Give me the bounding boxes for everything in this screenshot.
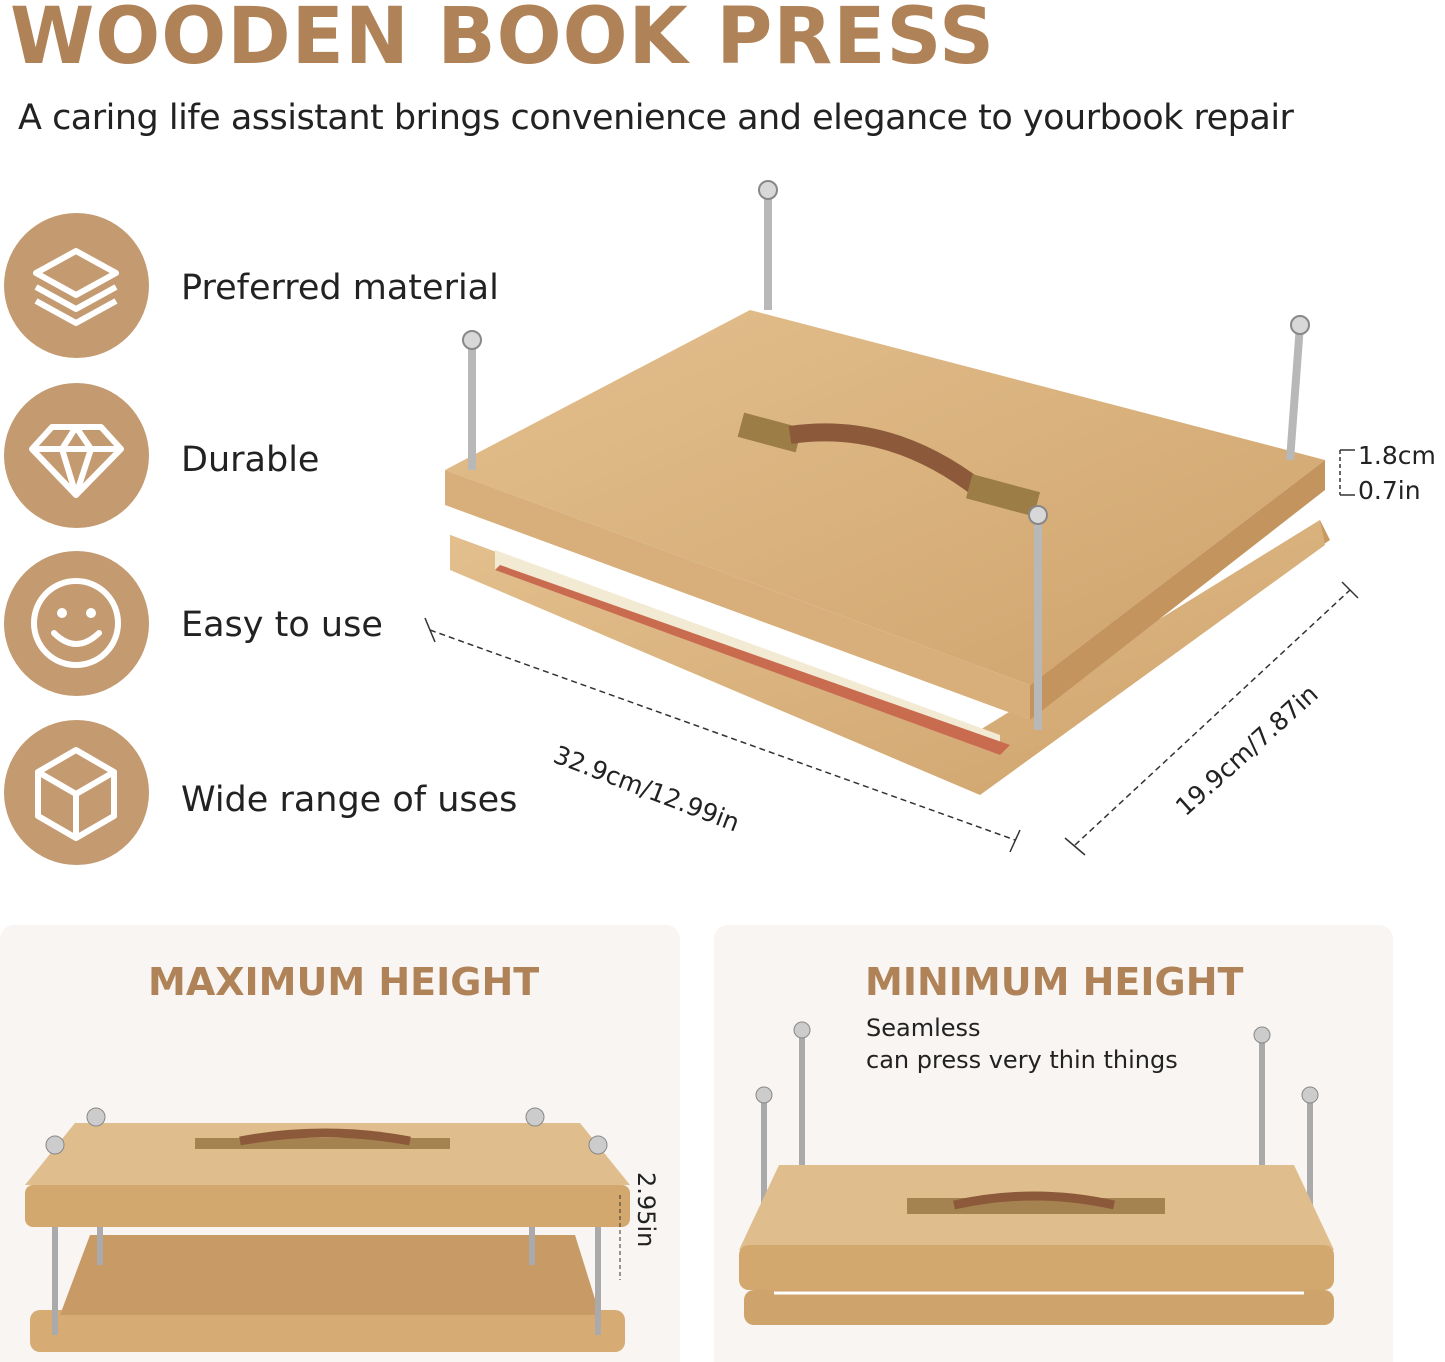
feature-label-easy: Easy to use xyxy=(181,605,383,645)
feature-label-durable: Durable xyxy=(181,440,320,480)
feature-label-uses: Wide range of uses xyxy=(181,780,518,820)
thickness-in-label: 0.7in xyxy=(1358,476,1421,505)
layers-icon xyxy=(4,213,149,358)
page-title: WOODEN BOOK PRESS xyxy=(10,0,996,82)
max-height-value: 2.95in xyxy=(632,1172,660,1248)
min-height-panel xyxy=(714,925,1393,1362)
book-press-image xyxy=(424,180,1359,856)
min-height-title: MINIMUM HEIGHT xyxy=(865,960,1244,1004)
page-subtitle: A caring life assistant brings convenien… xyxy=(18,98,1294,138)
smiley-icon xyxy=(4,551,149,696)
cube-icon xyxy=(4,720,149,865)
thickness-cm-label: 1.8cm xyxy=(1358,441,1436,470)
min-height-note-2: can press very thin things xyxy=(866,1046,1178,1074)
feature-label-material: Preferred material xyxy=(181,268,499,308)
min-height-note-1: Seamless xyxy=(866,1014,981,1042)
max-height-title: MAXIMUM HEIGHT xyxy=(148,960,540,1004)
max-height-panel xyxy=(0,925,680,1362)
max-height-image xyxy=(25,1107,630,1352)
diamond-icon xyxy=(4,383,149,528)
min-height-image xyxy=(739,1021,1334,1325)
